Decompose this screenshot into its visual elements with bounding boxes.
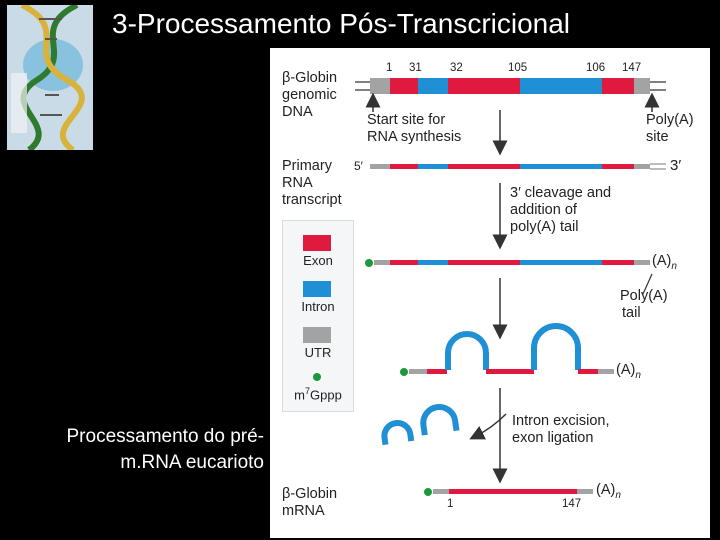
polya-sub-1: n [671,260,677,272]
excision-line-2: exon ligation [512,430,594,446]
legend-exon-label: Exon [303,253,333,268]
exon-1-segment [390,78,418,94]
helix-rungs [39,18,62,116]
mrna-bar [424,488,593,496]
helix-strand-green [20,5,79,150]
legend-exon-swatch [303,235,331,251]
polya-label-1: (A)n [652,253,677,275]
polya-label-2: (A)n [616,362,641,384]
genomic-label-line-2: genomic [282,87,337,103]
legend-utr-label: UTR [304,345,332,360]
genomic-label-line-1: β-Globin [282,70,338,86]
mrna-start-number: 1 [447,498,454,510]
polya-label-3: (A)n [596,482,621,504]
intron-loop-transcript [400,323,614,376]
slide-title: 3-Processamento Pós-Transcricional [112,8,571,39]
legend-utr-swatch [303,327,331,343]
mrna-label-line-2: mRNA [282,503,325,519]
caption: Processamento do pré- m.RNA eucarioto [14,424,265,476]
exon-2-segment [448,78,520,94]
primary-label-line-1: Primary [282,158,332,174]
mrna-label: β-Globin mRNA [282,486,337,520]
polya-tail-line-2: tail [622,305,641,321]
polyadenylated-transcript-bar [365,259,650,267]
excision-line-1: Intron excision, [512,413,610,429]
polya-sub-3: n [615,489,621,501]
genomic-dna-label: β-Globin genomic DNA [282,70,337,121]
polya-site-line-1: Poly(A) [646,112,694,128]
position-147: 147 [622,62,642,74]
mrna-label-line-1: β-Globin [282,486,338,502]
intron-loop-2 [531,323,581,370]
polya-site-label: Poly(A) site [646,112,694,146]
primary-transcript-bar [370,163,666,170]
legend-intron-swatch [303,281,331,297]
genomic-dna-bar [355,78,666,94]
legend-cap-dot [313,373,321,381]
primary-label-line-2: RNA [282,175,313,191]
legend-intron-label: Intron [301,299,335,314]
cap-superscript: 7 [305,386,311,396]
cleavage-line-3: poly(A) tail [510,219,579,235]
cap-prefix: m [294,387,305,403]
figure-graphics [355,78,666,496]
start-site-label: Start site for RNA synthesis [367,112,461,146]
position-31: 31 [409,62,422,74]
cap-suffix: Gppp [310,387,342,403]
three-prime-label: 3′ [670,157,682,174]
intron-2-segment [520,78,602,94]
polya-base-2: (A) [616,362,636,378]
excision-step-label: Intron excision, exon ligation [512,413,610,447]
position-1: 1 [386,62,393,74]
start-site-line-2: RNA synthesis [367,129,462,145]
cleavage-line-2: addition of [510,202,577,218]
caption-line-1: Processamento do pré- [66,426,265,447]
caption-line-2: m.RNA eucarioto [120,452,264,473]
helix-strand-yellow [20,5,85,150]
polya-tail-label: Poly(A) tail [620,288,668,322]
mrna-end-number: 147 [562,498,582,510]
intron-1-segment [418,78,448,94]
dna-helix-thumbnail [7,5,93,150]
cap-dot-2 [400,368,408,376]
position-106: 106 [586,62,606,74]
cap-dot-1 [365,259,373,267]
released-intron-2 [420,404,460,436]
utr-segment-3 [634,78,650,94]
position-32: 32 [450,62,463,74]
globin-processing-figure: β-Globin genomic DNA 1 31 32 105 106 147… [270,48,710,538]
utr-segment-5 [370,78,390,94]
primary-transcript-label: Primary RNA transcript [282,158,342,209]
start-site-line-1: Start site for [367,112,446,128]
primary-label-line-3: transcript [282,192,342,208]
legend: Exon Intron UTR m7Gppp [282,220,354,412]
polya-base-3: (A) [596,482,616,498]
polya-sub-2: n [635,369,641,381]
released-intron-1 [381,420,415,446]
intron-loop-1 [445,331,489,370]
cap-dot-3 [424,488,432,496]
five-prime-label: 5′ [354,159,363,173]
exon-3-segment [602,78,634,94]
cleavage-step-label: 3′ cleavage and addition of poly(A) tail [510,185,611,236]
polya-tail-pointer [642,273,653,295]
legend-cap-label: m7Gppp [283,386,353,402]
polya-site-line-2: site [646,129,669,145]
polya-tail-line-1: Poly(A) [620,288,668,304]
position-105: 105 [508,62,528,74]
excision-arrow [469,413,507,440]
polya-base-1: (A) [652,253,672,269]
thumbnail-text-strip [11,73,27,133]
cleavage-line-1: 3′ cleavage and [510,185,612,201]
genomic-label-line-3: DNA [282,104,313,120]
